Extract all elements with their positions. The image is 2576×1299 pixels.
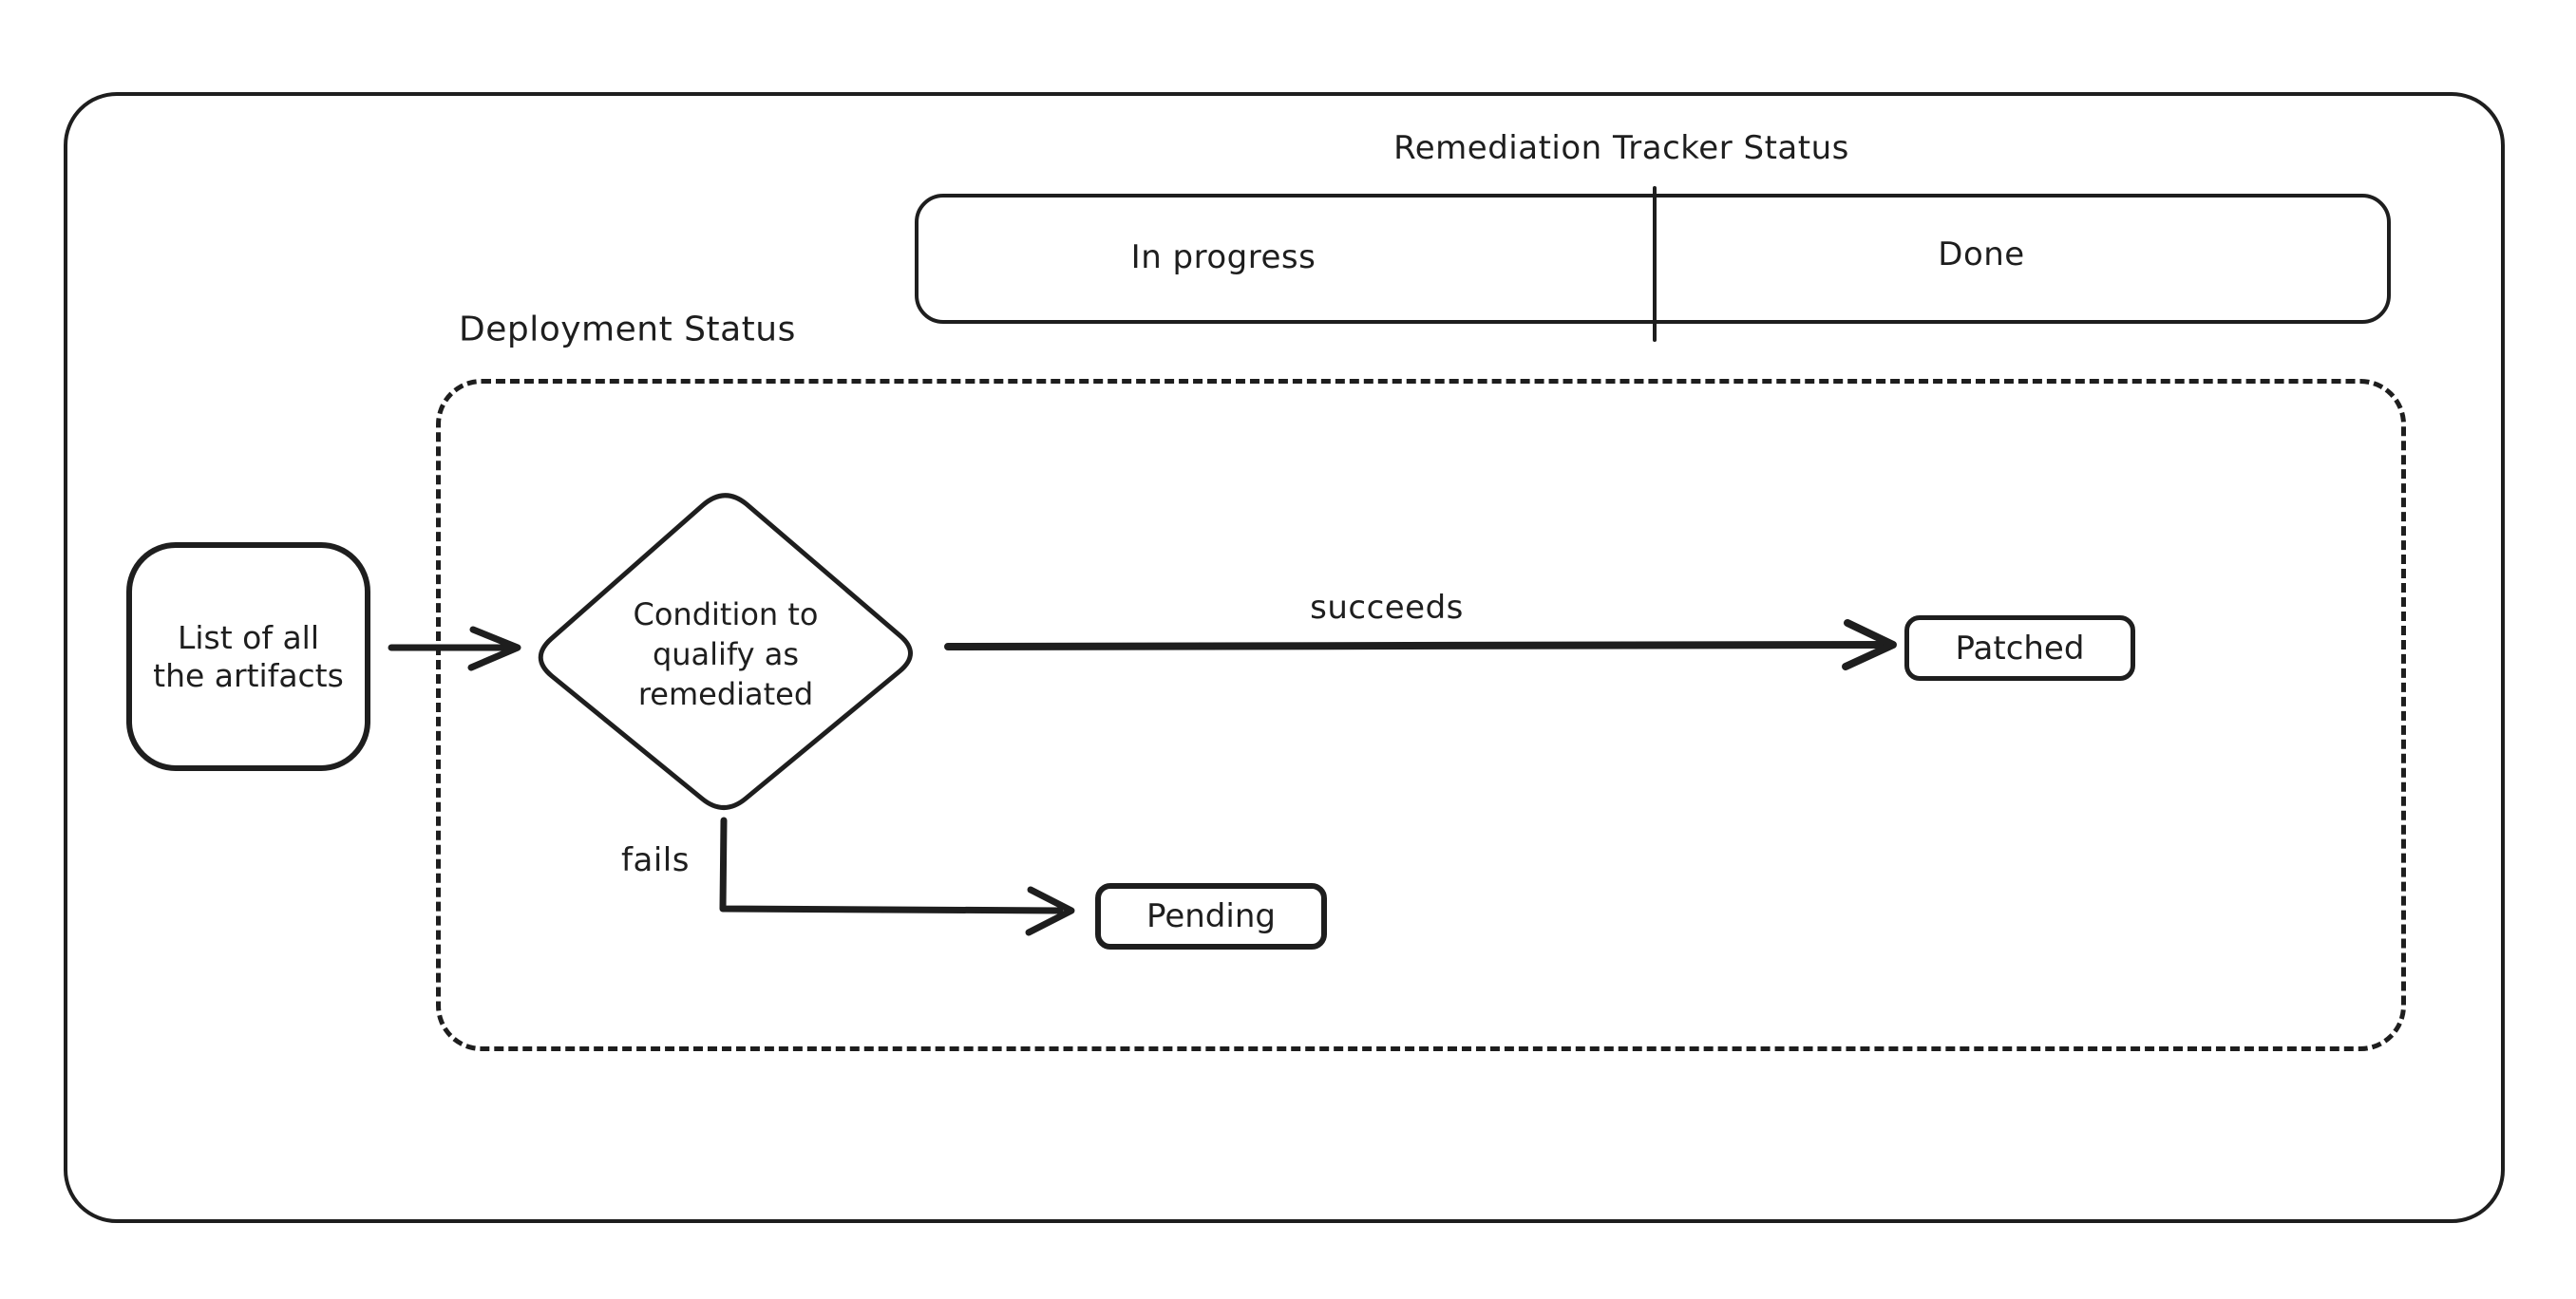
pending-node[interactable]: Pending	[1095, 883, 1327, 950]
patched-node[interactable]: Patched	[1904, 615, 2135, 681]
fails-edge-label[interactable]: fails	[621, 841, 690, 879]
outer-frame[interactable]	[64, 92, 2505, 1223]
artifacts-label: List of all the artifacts	[153, 618, 344, 694]
succeeds-edge-label[interactable]: succeeds	[1310, 589, 1464, 627]
pending-label: Pending	[1146, 897, 1276, 935]
deployment-status-frame[interactable]	[436, 379, 2406, 1051]
deployment-status-label[interactable]: Deployment Status	[459, 310, 796, 349]
tracker-cell-done-label: Done	[1938, 235, 2025, 273]
tracker-title[interactable]: Remediation Tracker Status	[1393, 129, 1849, 167]
tracker-cell-in-progress-label: In progress	[1130, 238, 1316, 276]
condition-label: Condition to qualify as remediated	[633, 596, 819, 712]
tracker-divider-line[interactable]	[1653, 186, 1657, 342]
patched-label: Patched	[1955, 629, 2085, 668]
artifacts-node[interactable]: List of all the artifacts	[126, 542, 370, 771]
